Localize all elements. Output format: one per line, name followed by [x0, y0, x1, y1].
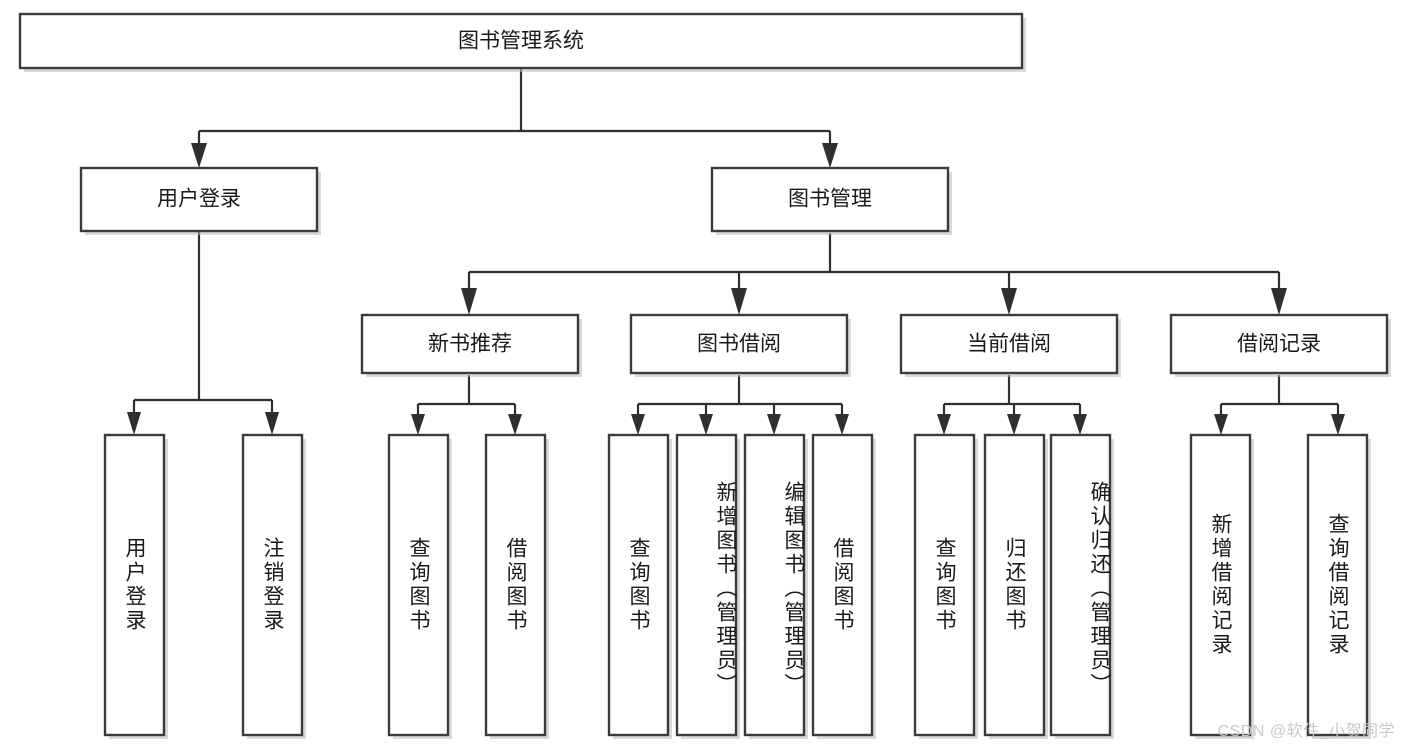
arrow-head-br-leaf-2 — [1331, 414, 1345, 435]
arrow-head-bb-leaf-1 — [631, 414, 645, 435]
arrow-head-cb-leaf-2 — [1007, 414, 1021, 435]
leaf-box-user-login[interactable] — [103, 433, 166, 737]
arrow-head-current-borrow — [1001, 288, 1017, 315]
node-borrow-record-box[interactable] — [1169, 313, 1389, 375]
node-book-borrow-label: 图书借阅 — [697, 333, 781, 356]
arrow-head-new-book — [461, 288, 477, 315]
node-book-manage-label: 图书管理 — [788, 188, 872, 211]
leaf-box-cb-query[interactable] — [913, 433, 976, 737]
leaf-box-bb-query[interactable] — [607, 433, 670, 737]
leaf-box-nb-borrow[interactable] — [484, 433, 547, 737]
node-book-borrow-box[interactable] — [629, 313, 849, 375]
node-book-borrow[interactable]: 图书借阅 — [629, 313, 851, 377]
leaf-box-cb-confirm[interactable] — [1049, 433, 1112, 737]
arrow-head-nb-leaf-1 — [411, 414, 425, 435]
arrow-head-bb-leaf-3 — [767, 414, 781, 435]
leaf-box-br-query[interactable] — [1306, 433, 1369, 737]
node-current-borrow-box[interactable] — [899, 313, 1119, 375]
node-book-manage[interactable]: 图书管理 — [710, 166, 952, 235]
arrow-head-borrow-record — [1271, 288, 1287, 315]
csdn-watermark: CSDN @软件_小贺同学 — [1217, 723, 1395, 740]
node-new-book-recommend[interactable]: 新书推荐 — [360, 313, 582, 377]
node-user-login-label: 用户登录 — [157, 188, 241, 211]
node-root-label: 图书管理系统 — [458, 30, 584, 53]
node-user-login-box[interactable] — [79, 166, 319, 233]
node-borrow-record[interactable]: 借阅记录 — [1169, 313, 1391, 377]
node-user-login[interactable]: 用户登录 — [79, 166, 321, 235]
leaf-box-bb-add[interactable] — [675, 433, 738, 737]
connector-layer — [127, 68, 1345, 435]
arrow-head-cb-leaf-3 — [1073, 414, 1087, 435]
arrow-head-bb-leaf-2 — [699, 414, 713, 435]
arrow-head-nb-leaf-2 — [508, 414, 522, 435]
leaf-box-cb-return[interactable] — [983, 433, 1046, 737]
leaf-box-bb-edit[interactable] — [743, 433, 806, 737]
arrow-head-cb-leaf-1 — [937, 414, 951, 435]
arrow-head-user-login — [191, 143, 207, 168]
node-current-borrow-label: 当前借阅 — [967, 333, 1051, 356]
arrow-head-book-manage — [822, 143, 838, 168]
arrow-head-br-leaf-1 — [1214, 414, 1228, 435]
leaf-box-logout[interactable] — [241, 433, 304, 737]
node-new-book-label: 新书推荐 — [428, 333, 512, 356]
arrow-head-leaf-user-login — [127, 412, 141, 435]
arrow-head-bb-leaf-4 — [835, 414, 849, 435]
node-current-borrow[interactable]: 当前借阅 — [899, 313, 1121, 377]
leaf-box-bb-borrow[interactable] — [811, 433, 874, 737]
node-new-book-box[interactable] — [360, 313, 580, 375]
arrow-head-book-borrow — [731, 288, 747, 315]
arrow-head-leaf-logout — [265, 412, 279, 435]
node-borrow-record-label: 借阅记录 — [1237, 333, 1321, 356]
leaf-box-nb-query[interactable] — [387, 433, 450, 737]
node-root-system[interactable]: 图书管理系统 — [18, 12, 1026, 72]
leaf-box-layer — [103, 433, 1371, 739]
node-book-manage-box[interactable] — [710, 166, 950, 233]
node-root-box[interactable] — [18, 12, 1024, 70]
leaf-box-br-add[interactable] — [1189, 433, 1252, 737]
